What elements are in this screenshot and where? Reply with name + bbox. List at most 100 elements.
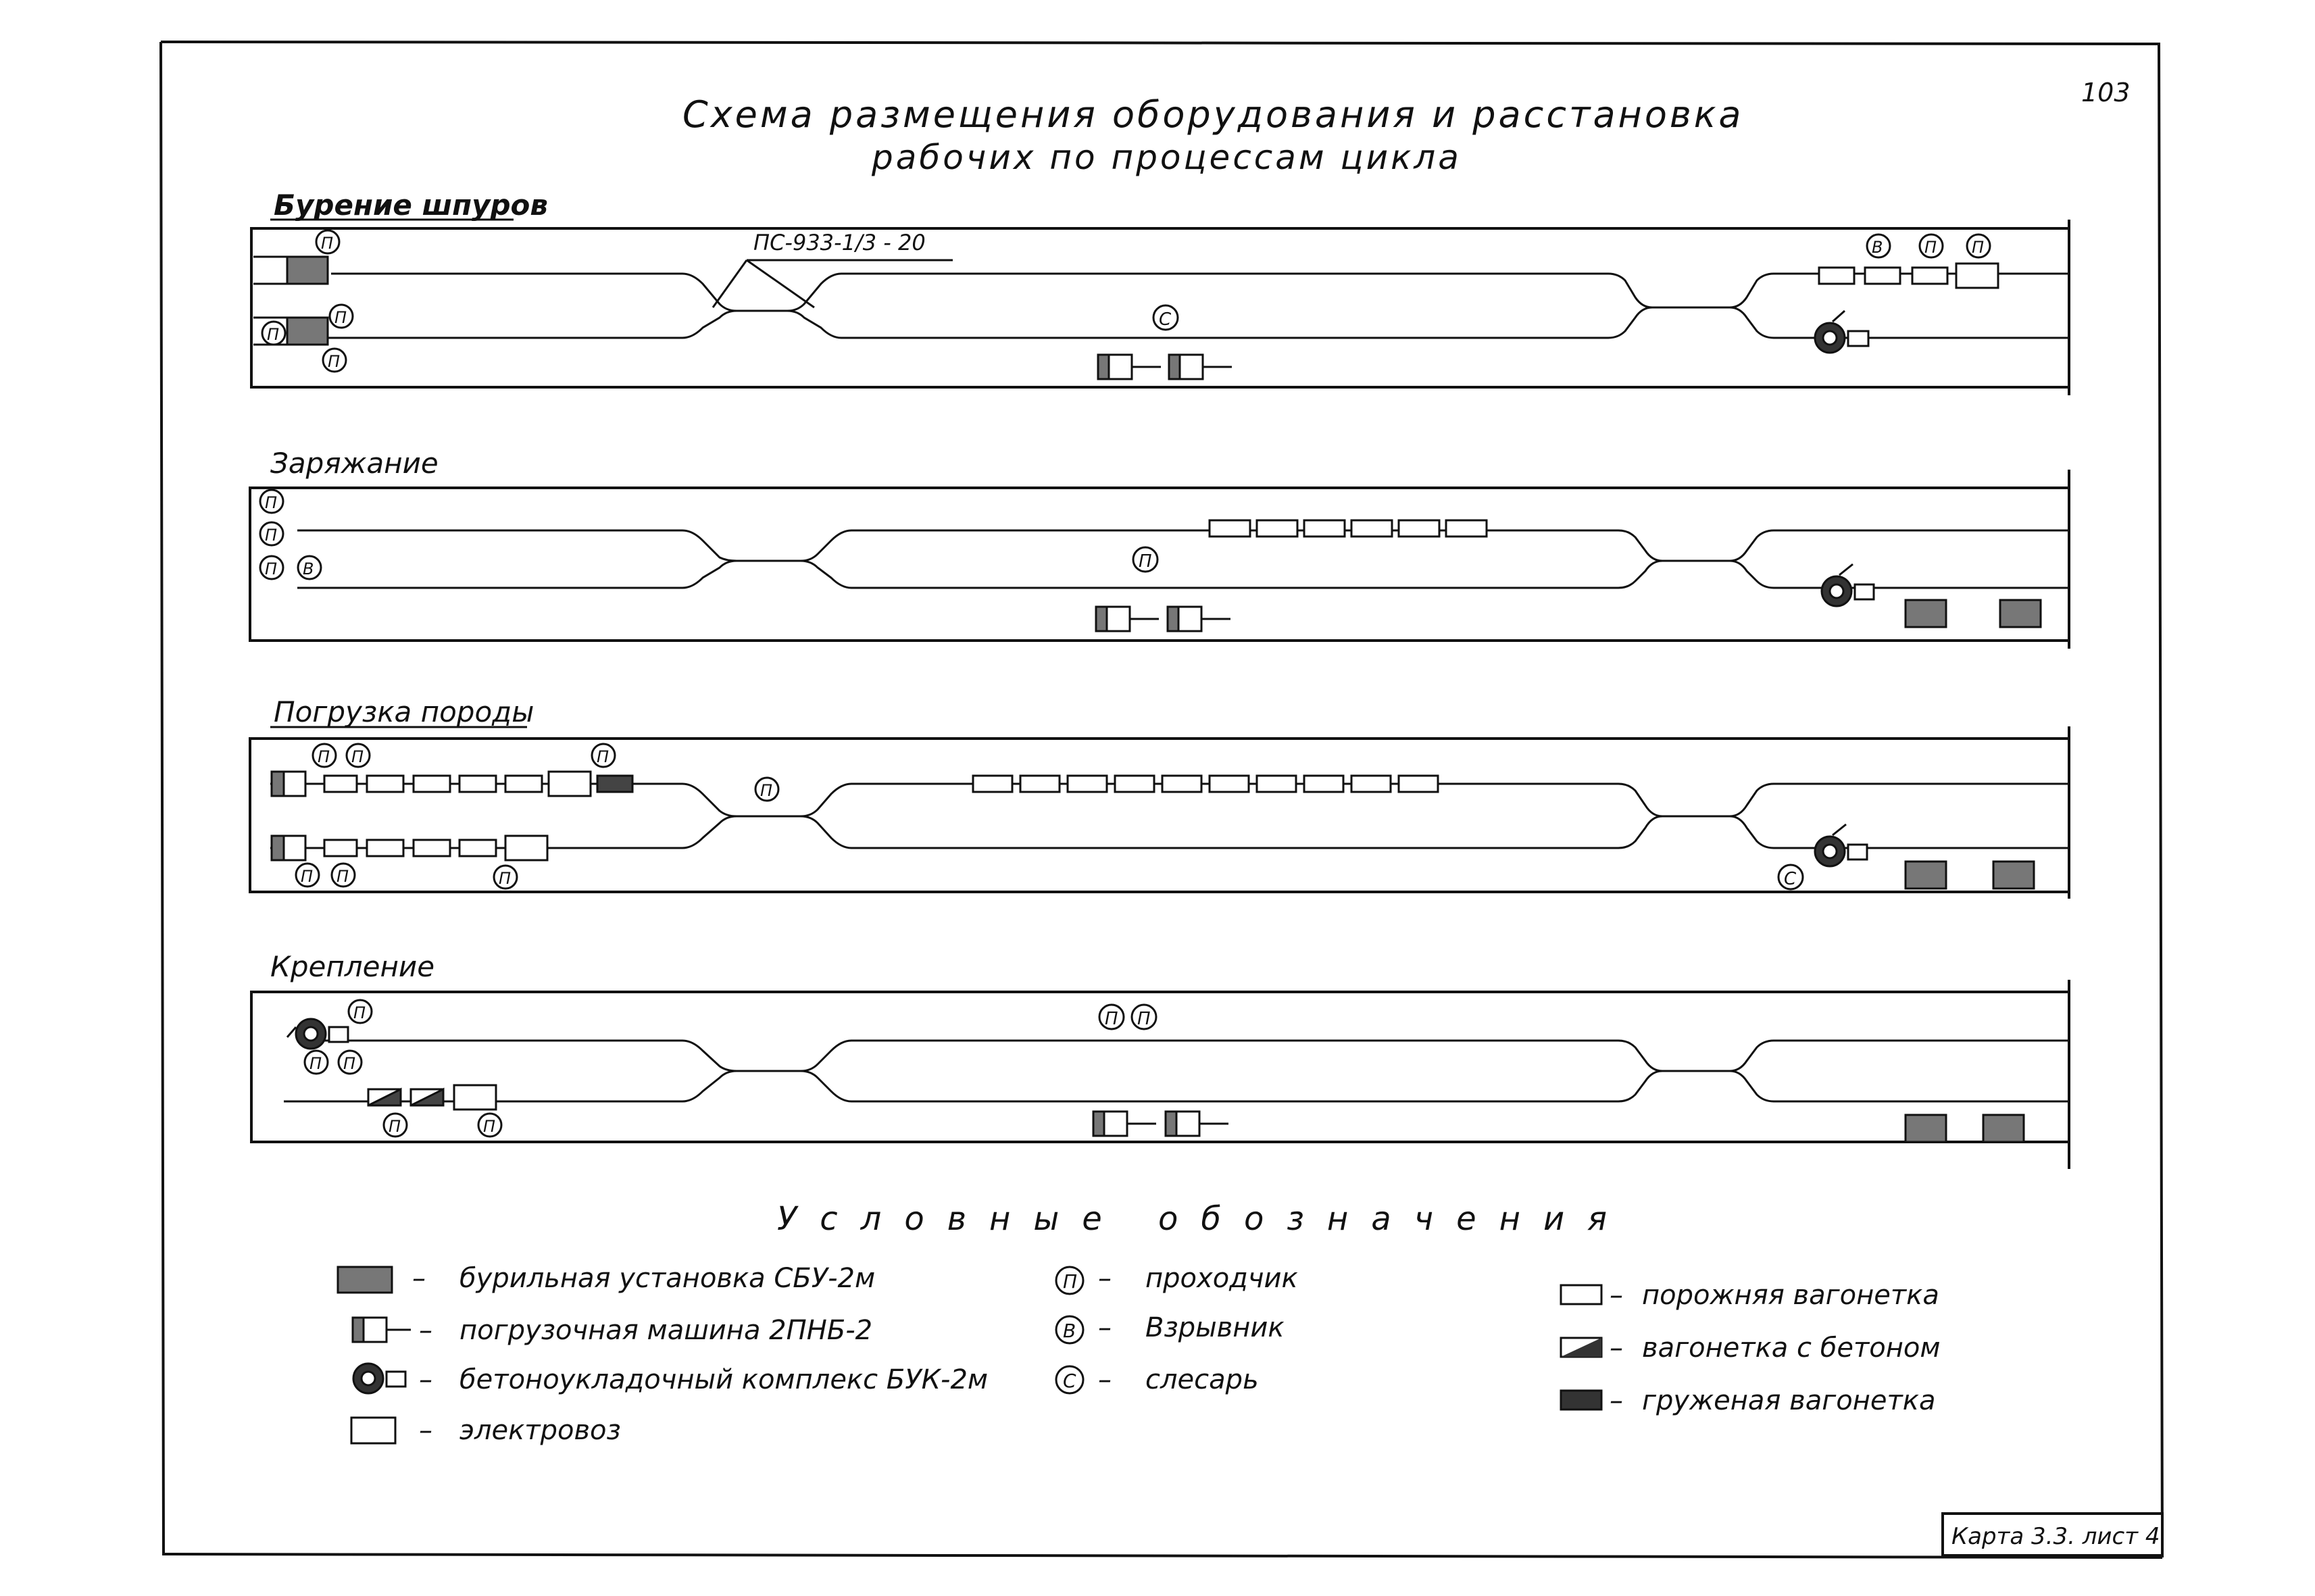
locomotive-symbol-icon xyxy=(350,1416,397,1445)
svg-text:П: П xyxy=(265,559,277,578)
svg-text:П: П xyxy=(1137,1009,1151,1029)
svg-text:С: С xyxy=(1159,309,1172,330)
svg-text:В: В xyxy=(303,559,314,578)
svg-text:проходчик: проходчик xyxy=(1145,1263,1298,1294)
svg-text:П: П xyxy=(353,1003,366,1022)
panel-loading: Погрузка породы xyxy=(249,695,2070,899)
legend-drill-rig: – бурильная установка СБУ-2м xyxy=(337,1263,875,1294)
concrete-complex-icon xyxy=(1814,823,1868,868)
svg-text:П: П xyxy=(760,781,772,800)
cars-top-track xyxy=(323,770,634,797)
svg-text:П: П xyxy=(318,747,330,766)
empty-car-train xyxy=(1208,519,1488,538)
svg-text:порожняя вагонетка: порожняя вагонетка xyxy=(1642,1280,1939,1311)
svg-text:П: П xyxy=(1063,1270,1077,1293)
train-cars xyxy=(1818,262,1999,289)
top-track-marks: В П П xyxy=(1866,233,1991,259)
legend-fitter: С – слесарь xyxy=(1055,1364,1259,1395)
legend-blaster: В – Взрывник xyxy=(1055,1312,1285,1345)
spare-loaders xyxy=(1095,605,1230,632)
svg-text:–: – xyxy=(1610,1332,1623,1364)
legend: Условные обозначения – бурильная установ… xyxy=(337,1200,1941,1446)
concrete-cars xyxy=(367,1084,497,1111)
drill-rig-icons xyxy=(1904,860,2035,890)
legend-concrete-complex: – бетоноукладочный комплекс БУК-2м xyxy=(352,1362,988,1395)
svg-text:П: П xyxy=(309,1054,322,1073)
concrete-complex-icon xyxy=(1820,563,1875,607)
page-title-line-2: рабочих по процессам цикла xyxy=(871,138,1462,177)
miner-mark: П xyxy=(321,234,333,253)
legend-concrete-car: – вагонетка с бетоном xyxy=(1560,1332,1941,1364)
svg-text:П: П xyxy=(499,869,511,888)
svg-text:П: П xyxy=(1924,238,1937,257)
panel-charging: Заряжание П П П В П xyxy=(249,447,2070,649)
svg-text:П: П xyxy=(597,747,609,766)
legend-loader: – погрузочная машина 2ПНБ-2 xyxy=(351,1315,872,1346)
worker-marks: П П П В П xyxy=(259,489,1159,580)
svg-text:бурильная установка СБУ-2м: бурильная установка СБУ-2м xyxy=(459,1263,875,1294)
page-number: 103 xyxy=(2081,78,2131,107)
svg-text:С: С xyxy=(1063,1370,1076,1392)
fitter-symbol-icon xyxy=(1055,1365,1085,1395)
track-layout xyxy=(297,529,2069,589)
drill-rig-icons xyxy=(1904,1114,2025,1143)
svg-text:П: П xyxy=(1105,1009,1118,1029)
svg-text:–: – xyxy=(1098,1364,1112,1395)
miner-symbol-icon xyxy=(1055,1266,1085,1295)
legend-title: Условные обозначения xyxy=(777,1200,1630,1238)
legend-locomotive: – электровоз xyxy=(350,1415,621,1446)
drill-rig-icon xyxy=(253,255,329,346)
drill-rig-icons xyxy=(1904,599,2042,628)
cars-bottom-track xyxy=(323,834,549,862)
svg-text:погрузочная машина 2ПНБ-2: погрузочная машина 2ПНБ-2 xyxy=(459,1315,872,1346)
svg-text:–: – xyxy=(419,1315,432,1346)
miner-mark: П xyxy=(267,325,279,344)
svg-text:С: С xyxy=(1784,869,1797,889)
svg-text:П: П xyxy=(389,1117,401,1136)
miner-marks: П П П П xyxy=(261,229,354,373)
blaster-symbol-icon xyxy=(1055,1315,1085,1345)
svg-text:В: В xyxy=(1872,238,1883,257)
worker-marks: П П П П П П П С xyxy=(295,743,1804,891)
concrete-complex-icon xyxy=(1814,309,1870,354)
miner-mark: П xyxy=(334,308,347,327)
panel-loading-title: Погрузка породы xyxy=(274,695,534,728)
legend-miner: П – проходчик xyxy=(1055,1263,1298,1295)
miner-mark: П xyxy=(328,352,340,371)
loaded-car-symbol-icon xyxy=(1560,1389,1603,1411)
spare-loaders xyxy=(1092,1110,1228,1137)
empty-car-symbol-icon xyxy=(1560,1284,1603,1305)
empty-car-train xyxy=(972,774,1439,793)
svg-text:груженая вагонетка: груженая вагонетка xyxy=(1642,1385,1935,1416)
svg-text:П: П xyxy=(301,867,313,886)
panel-support-title: Крепление xyxy=(270,950,434,983)
svg-text:–: – xyxy=(1098,1312,1112,1343)
fitter-mark: С xyxy=(1152,304,1179,331)
svg-text:–: – xyxy=(419,1415,432,1446)
svg-text:электровоз: электровоз xyxy=(459,1415,621,1446)
svg-text:П: П xyxy=(1972,238,1984,257)
svg-text:–: – xyxy=(1610,1280,1623,1311)
panel-charging-title: Заряжание xyxy=(270,447,439,480)
track-layout xyxy=(284,1039,2069,1103)
legend-loaded-car: – груженая вагонетка xyxy=(1560,1385,1935,1416)
svg-text:–: – xyxy=(1098,1263,1112,1294)
track-layout xyxy=(297,259,2069,339)
legend-empty-car: – порожняя вагонетка xyxy=(1560,1280,1939,1311)
panel-drilling-title: Бурение шпуров xyxy=(274,189,548,222)
spare-loaders xyxy=(1097,353,1232,380)
svg-text:П: П xyxy=(337,867,349,886)
svg-text:–: – xyxy=(419,1364,432,1395)
sheet-stamp: Карта 3.3. лист 4 xyxy=(1941,1512,2164,1557)
page-title-line-1: Схема размещения оборудования и расстано… xyxy=(682,93,1743,136)
panel-drilling: Бурение шпуров ПС-933-1/3 - 20 П П П xyxy=(250,189,2070,395)
svg-text:П: П xyxy=(265,493,277,512)
svg-text:слесарь: слесарь xyxy=(1145,1364,1259,1395)
svg-text:вагонетка с бетоном: вагонетка с бетоном xyxy=(1642,1332,1941,1364)
drill-rig-symbol-icon xyxy=(337,1266,393,1294)
svg-text:П: П xyxy=(343,1054,355,1073)
loaders xyxy=(270,770,307,862)
worker-marks: П П П П П П П xyxy=(303,999,1158,1138)
tunnel-walls xyxy=(249,470,2070,649)
